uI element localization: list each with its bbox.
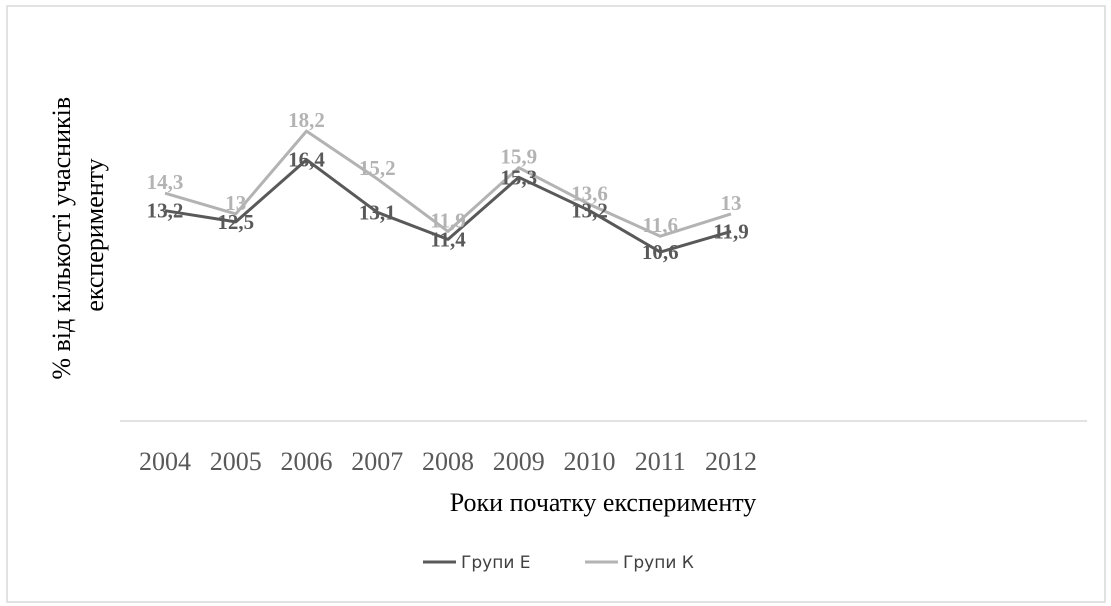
data-label-layer: 14,3 13 18,2 15,2 11,9 15,9 13,6 11,6 13 13,2 12,5… [147,108,749,264]
data-label-series-2-2005: 13 [225,191,246,215]
data-label-series-2-2012: 13 [721,191,742,215]
x-tick-label-2005: 2005 [210,447,262,476]
y-axis-title-line-2: експерименту [80,158,109,311]
data-label-series-2-2006: 18,2 [288,108,325,132]
x-tick-label-2007: 2007 [351,447,403,476]
data-label-series-1-2006: 16,4 [288,148,325,172]
series-line-2 [164,129,732,238]
y-axis-title: % від кількості учасників експерименту [47,90,109,379]
data-label-series-2-2007: 15,2 [359,156,396,180]
x-tick-label-2012: 2012 [705,447,757,476]
x-tick-label-2008: 2008 [422,447,474,476]
data-label-series-1-2012: 11,9 [713,219,749,243]
x-tick-label-2006: 2006 [281,447,333,476]
legend: Групи Е Групи К [423,553,694,573]
data-label-series-2-2008: 11,9 [430,208,466,232]
x-tick-label-2009: 2009 [493,447,545,476]
legend-label-series-1: Групи Е [461,553,531,573]
x-axis-tick-labels: 2004 2005 2006 2007 2008 2009 2010 2011 2012 [139,447,757,476]
data-label-series-1-2005: 12,5 [217,210,254,234]
y-axis-title-line-1: % від кількості учасників [47,97,76,380]
chart-area-border [6,5,1106,603]
data-label-series-1-2007: 13,1 [359,200,396,224]
data-label-series-1-2009: 15,3 [500,165,537,189]
x-tick-label-2010: 2010 [564,447,616,476]
series-layer [164,129,732,254]
data-label-series-2-2010: 13,6 [571,181,608,205]
data-label-series-1-2010: 13,2 [571,199,608,223]
data-label-series-1-2008: 11,4 [430,227,466,251]
x-tick-label-2004: 2004 [139,447,191,476]
data-label-series-1-2011: 10,6 [642,240,679,264]
data-label-series-2-2004: 14,3 [147,170,184,194]
x-tick-label-2011: 2011 [635,447,686,476]
legend-label-series-2: Групи К [623,553,694,573]
data-label-series-1-2004: 13,2 [147,199,184,223]
x-axis-title: Роки початку експерименту [450,488,757,517]
series-line-1 [164,158,732,254]
data-label-series-2-2011: 11,6 [642,213,678,237]
data-label-series-2-2009: 15,9 [500,145,537,169]
